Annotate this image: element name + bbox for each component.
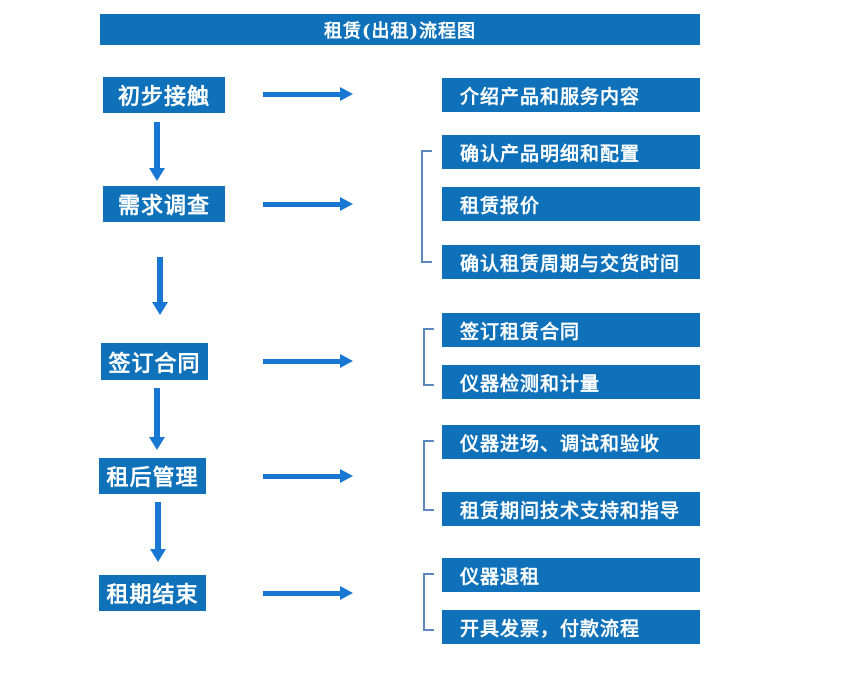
down-arrow-icon <box>150 502 166 562</box>
arrow-head <box>340 354 353 368</box>
detail-box-rental-technical-support: 租赁期间技术支持和指导 <box>442 492 700 526</box>
right-arrow-icon <box>263 354 353 368</box>
arrow-shaft <box>155 502 161 549</box>
arrow-head <box>340 586 353 600</box>
step-box-post-rental-management: 租后管理 <box>99 458 206 494</box>
arrow-head <box>152 302 168 315</box>
right-arrow-icon <box>263 586 353 600</box>
step-box-rental-end: 租期结束 <box>99 575 206 611</box>
arrow-shaft <box>263 358 340 364</box>
down-arrow-icon <box>149 388 165 450</box>
arrow-head <box>149 168 165 181</box>
group-bracket <box>423 328 434 386</box>
arrow-shaft <box>157 257 163 302</box>
detail-box-instrument-return: 仪器退租 <box>442 558 700 592</box>
right-arrow-icon <box>263 87 353 101</box>
arrow-shaft <box>263 590 340 596</box>
step-box-initial-contact: 初步接触 <box>103 77 225 113</box>
arrow-head <box>340 469 353 483</box>
arrow-shaft <box>263 91 340 97</box>
arrow-shaft <box>154 388 160 437</box>
down-arrow-icon <box>149 122 165 181</box>
group-bracket <box>423 573 434 631</box>
detail-box-sign-rental-contract: 签订租赁合同 <box>442 313 700 347</box>
arrow-head <box>340 197 353 211</box>
detail-box-confirm-rental-period-delivery: 确认租赁周期与交货时间 <box>442 245 700 279</box>
detail-box-introduce-products: 介绍产品和服务内容 <box>442 78 700 112</box>
detail-box-instrument-arrival-acceptance: 仪器进场、调试和验收 <box>442 425 700 459</box>
arrow-head <box>150 549 166 562</box>
arrow-shaft <box>263 473 340 479</box>
step-box-demand-survey: 需求调查 <box>103 186 225 222</box>
group-bracket <box>421 150 432 263</box>
arrow-shaft <box>154 122 160 168</box>
arrow-head <box>340 87 353 101</box>
right-arrow-icon <box>263 197 353 211</box>
flowchart-title: 租赁(出租)流程图 <box>100 14 700 45</box>
right-arrow-icon <box>263 469 353 483</box>
detail-box-rental-quotation: 租赁报价 <box>442 187 700 221</box>
group-bracket <box>423 440 434 511</box>
arrow-head <box>149 437 165 450</box>
arrow-shaft <box>263 201 340 207</box>
detail-box-instrument-testing-metering: 仪器检测和计量 <box>442 365 700 399</box>
detail-box-confirm-product-config: 确认产品明细和配置 <box>442 135 700 169</box>
step-box-contract-signing: 签订合同 <box>101 343 208 380</box>
detail-box-invoice-payment: 开具发票，付款流程 <box>442 610 700 644</box>
down-arrow-icon <box>152 257 168 315</box>
